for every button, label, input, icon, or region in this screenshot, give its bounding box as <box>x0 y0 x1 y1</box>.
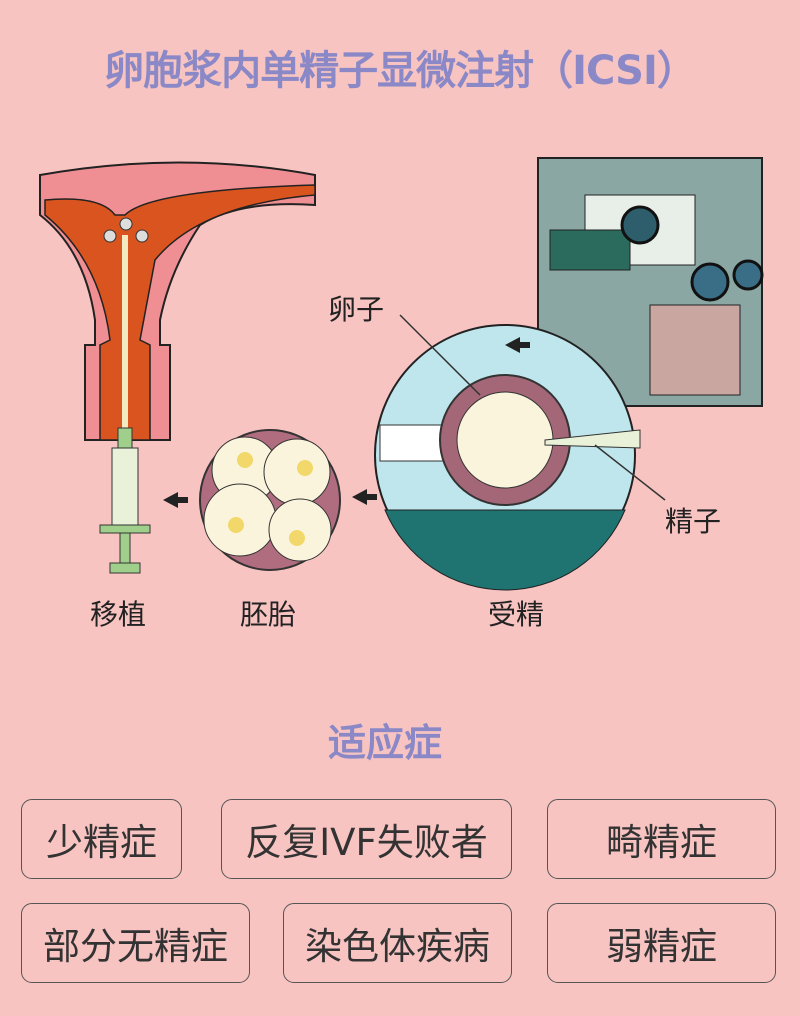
indication-item: 少精症 <box>21 799 182 879</box>
label-transfer: 移植 <box>90 598 147 631</box>
arrow-icon <box>163 492 188 508</box>
label-fertilization: 受精 <box>488 598 545 631</box>
label-sperm: 精子 <box>665 505 722 538</box>
microscope-photo <box>537 157 764 407</box>
indication-item: 弱精症 <box>547 903 776 983</box>
syringe-icon <box>99 427 151 574</box>
indications-title: 适应症 <box>327 721 442 765</box>
fertilization-dish <box>374 314 666 591</box>
indication-item: 染色体疾病 <box>283 903 512 983</box>
label-embryo: 胚胎 <box>240 598 297 631</box>
label-egg: 卵子 <box>328 293 385 326</box>
indication-item: 反复IVF失败者 <box>221 799 512 879</box>
indication-item: 畸精症 <box>547 799 776 879</box>
uterus-illustration <box>39 161 316 441</box>
arrow-icon <box>352 489 377 505</box>
indication-item: 部分无精症 <box>21 903 250 983</box>
page-title: 卵胞浆内单精子显微注射（ICSI） <box>104 48 697 94</box>
embryo-illustration <box>199 429 341 571</box>
icsi-illustration <box>39 157 764 591</box>
